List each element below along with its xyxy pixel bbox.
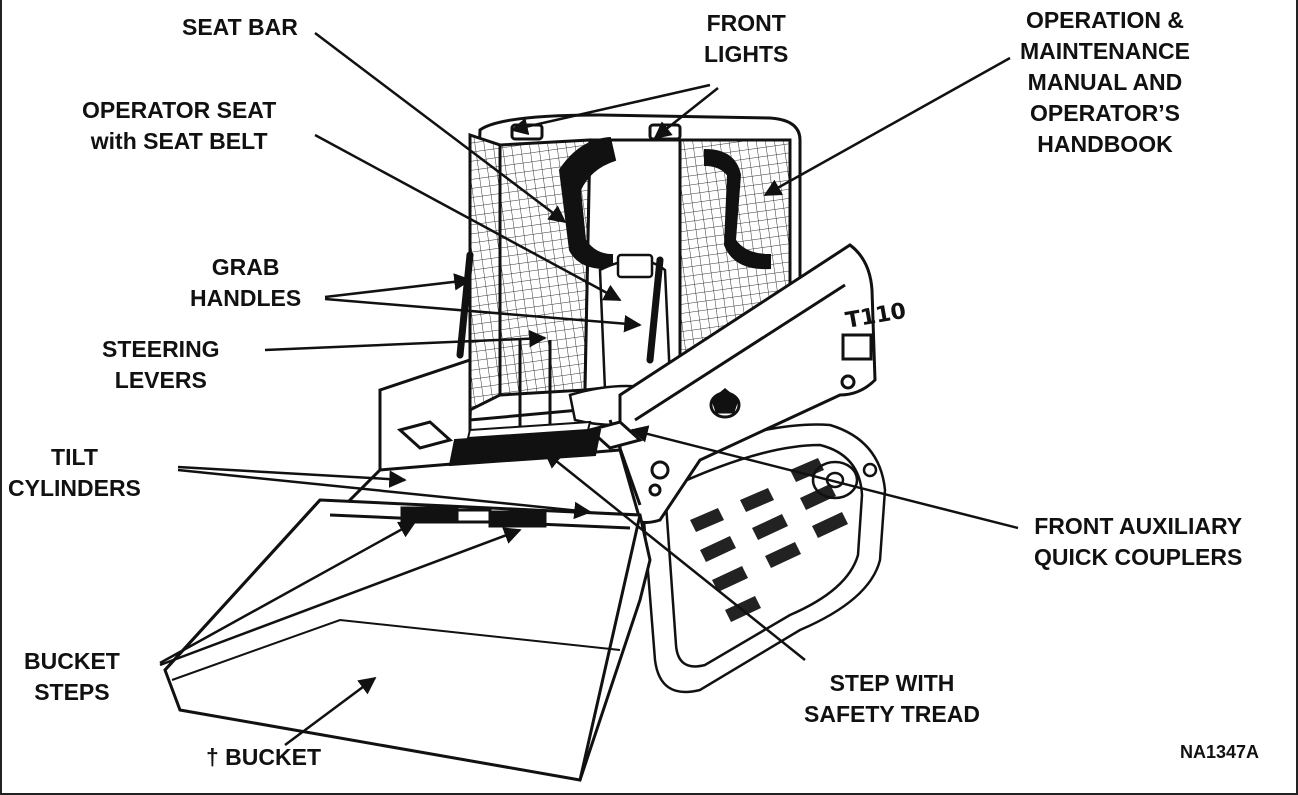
figure-id: NA1347A — [1180, 742, 1260, 762]
seat-bar — [558, 136, 771, 270]
lift-arm — [608, 243, 877, 524]
label-operator-seat: OPERATOR SEAT with SEAT BELT — [82, 97, 277, 154]
label-seat-bar: SEAT BAR — [182, 14, 298, 40]
label-bucket: † BUCKET — [206, 744, 322, 770]
track — [638, 423, 887, 694]
label-tilt-cylinders: TILT CYLINDERS — [8, 444, 141, 501]
label-grab-handles: GRAB HANDLES — [190, 254, 302, 311]
label-front-aux-couplers: FRONT AUXILIARY QUICK COUPLERS — [1034, 513, 1243, 570]
bucket — [163, 498, 652, 782]
label-manual: OPERATION & MAINTENANCE MANUAL AND OPERA… — [1020, 7, 1190, 157]
label-step-safety-tread: STEP WITH SAFETY TREAD — [804, 670, 980, 727]
grab-handles — [456, 251, 664, 364]
label-bucket-steps: BUCKET STEPS — [24, 648, 120, 705]
label-steering-levers: STEERING LEVERS — [102, 336, 220, 393]
steering-levers — [518, 340, 552, 430]
label-front-lights: FRONT LIGHTS — [704, 10, 789, 67]
leader-lines — [159, 32, 1019, 747]
